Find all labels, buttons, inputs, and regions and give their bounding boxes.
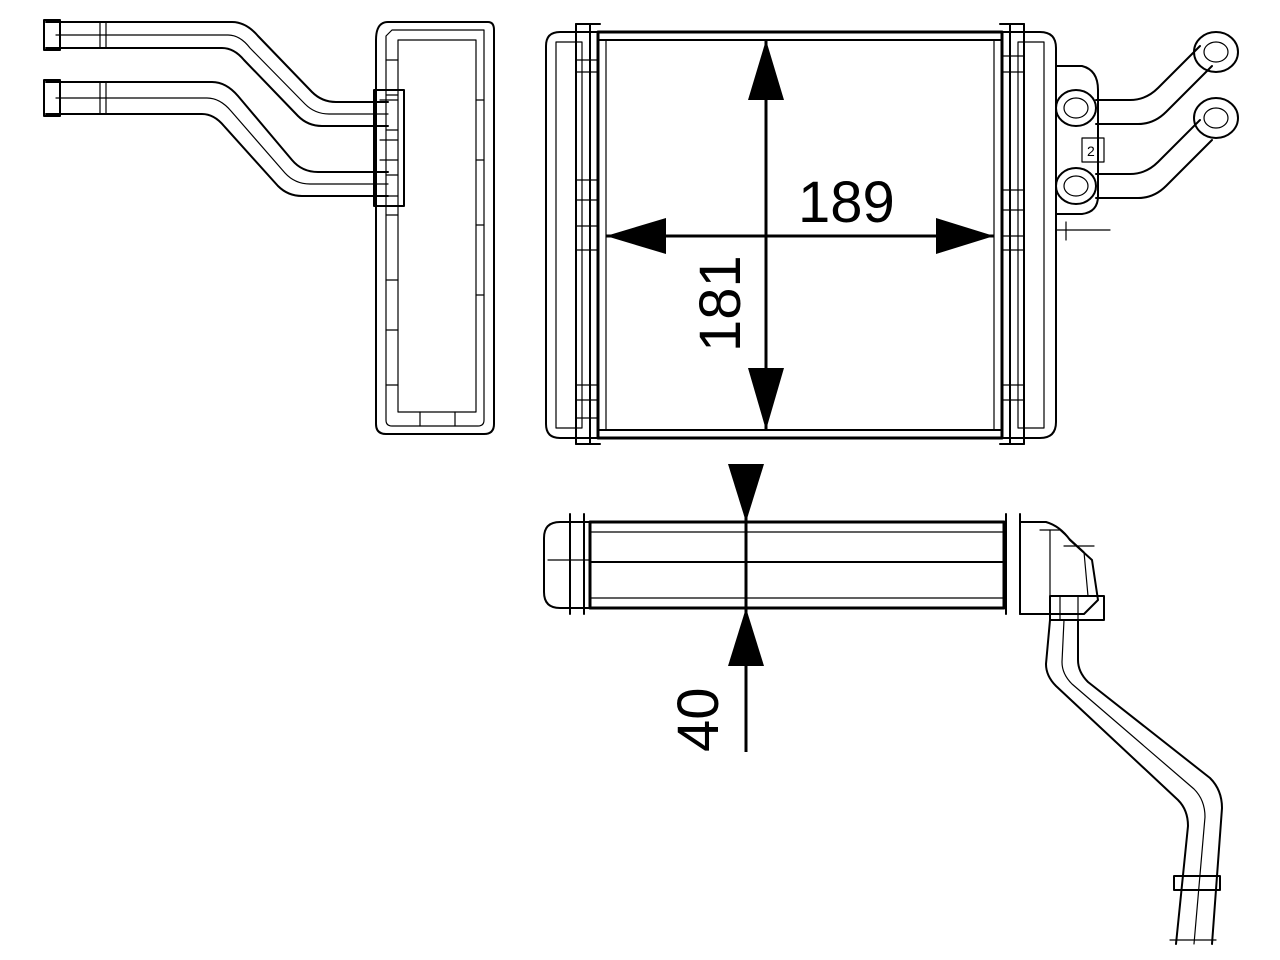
front-view-outlet-fittings: 2	[1055, 65, 1111, 241]
dimension-width-label: 189	[798, 170, 895, 235]
top-view-bent-pipe	[1045, 619, 1223, 945]
side-view-tank-outline	[375, 21, 495, 435]
front-view: 2 189 181	[545, 23, 1239, 445]
dimension-width: 189	[606, 170, 994, 254]
top-view-right-cap	[1019, 521, 1099, 615]
top-view-core	[588, 520, 1006, 610]
side-view-lower-pipe	[43, 79, 389, 197]
dimension-depth-label: 40	[666, 687, 731, 752]
front-view-left-tank	[545, 31, 599, 439]
side-view-connector	[373, 89, 405, 207]
front-view-outlet-pipes	[1095, 31, 1239, 199]
dimension-height-label: 181	[688, 255, 753, 352]
dimension-depth: 40	[666, 464, 764, 752]
side-view	[43, 19, 495, 435]
top-view: 40	[543, 464, 1223, 945]
side-view-tank-inner	[385, 29, 485, 427]
outlet-mark-label: 2	[1087, 143, 1095, 159]
side-view-upper-pipe	[43, 19, 389, 127]
side-view-tank-inner-2	[397, 39, 477, 413]
dimension-height: 181	[688, 40, 784, 430]
front-view-right-tank	[1001, 31, 1057, 439]
side-view-ribs	[385, 59, 485, 427]
top-view-left-cap	[543, 521, 591, 609]
